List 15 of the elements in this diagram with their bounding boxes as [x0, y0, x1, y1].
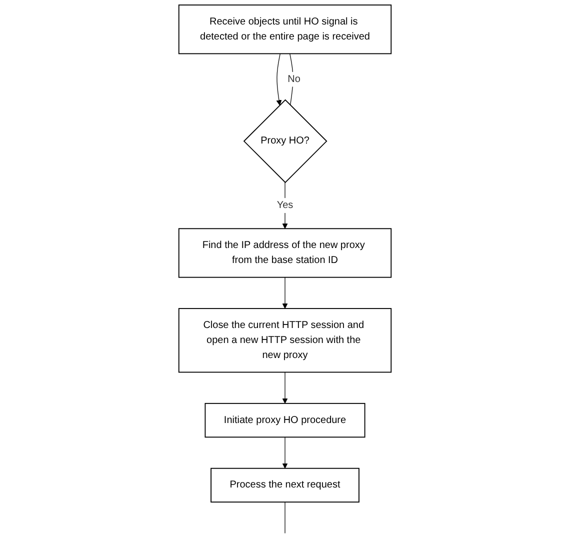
node-box: Receive objects until HO signal is detected or the entire page is received	[178, 4, 392, 54]
arrow	[282, 277, 288, 309]
node-box: Find the IP address of the new proxy from the base station ID	[178, 228, 392, 278]
arrow	[282, 372, 288, 404]
node-box: Initiate proxy HO procedure	[204, 402, 366, 438]
connector	[290, 53, 294, 106]
node-box: Close the current HTTP session and open a new HTTP session with the new proxy	[178, 308, 392, 373]
edge-label: No	[288, 74, 300, 84]
node-diamond: Proxy HO?	[243, 99, 328, 184]
connector	[284, 502, 286, 534]
arrow	[282, 182, 288, 229]
node-box: Process the next request	[210, 468, 360, 503]
edge-label: Yes	[276, 200, 294, 211]
arrow	[282, 436, 288, 469]
arrow	[276, 53, 282, 106]
